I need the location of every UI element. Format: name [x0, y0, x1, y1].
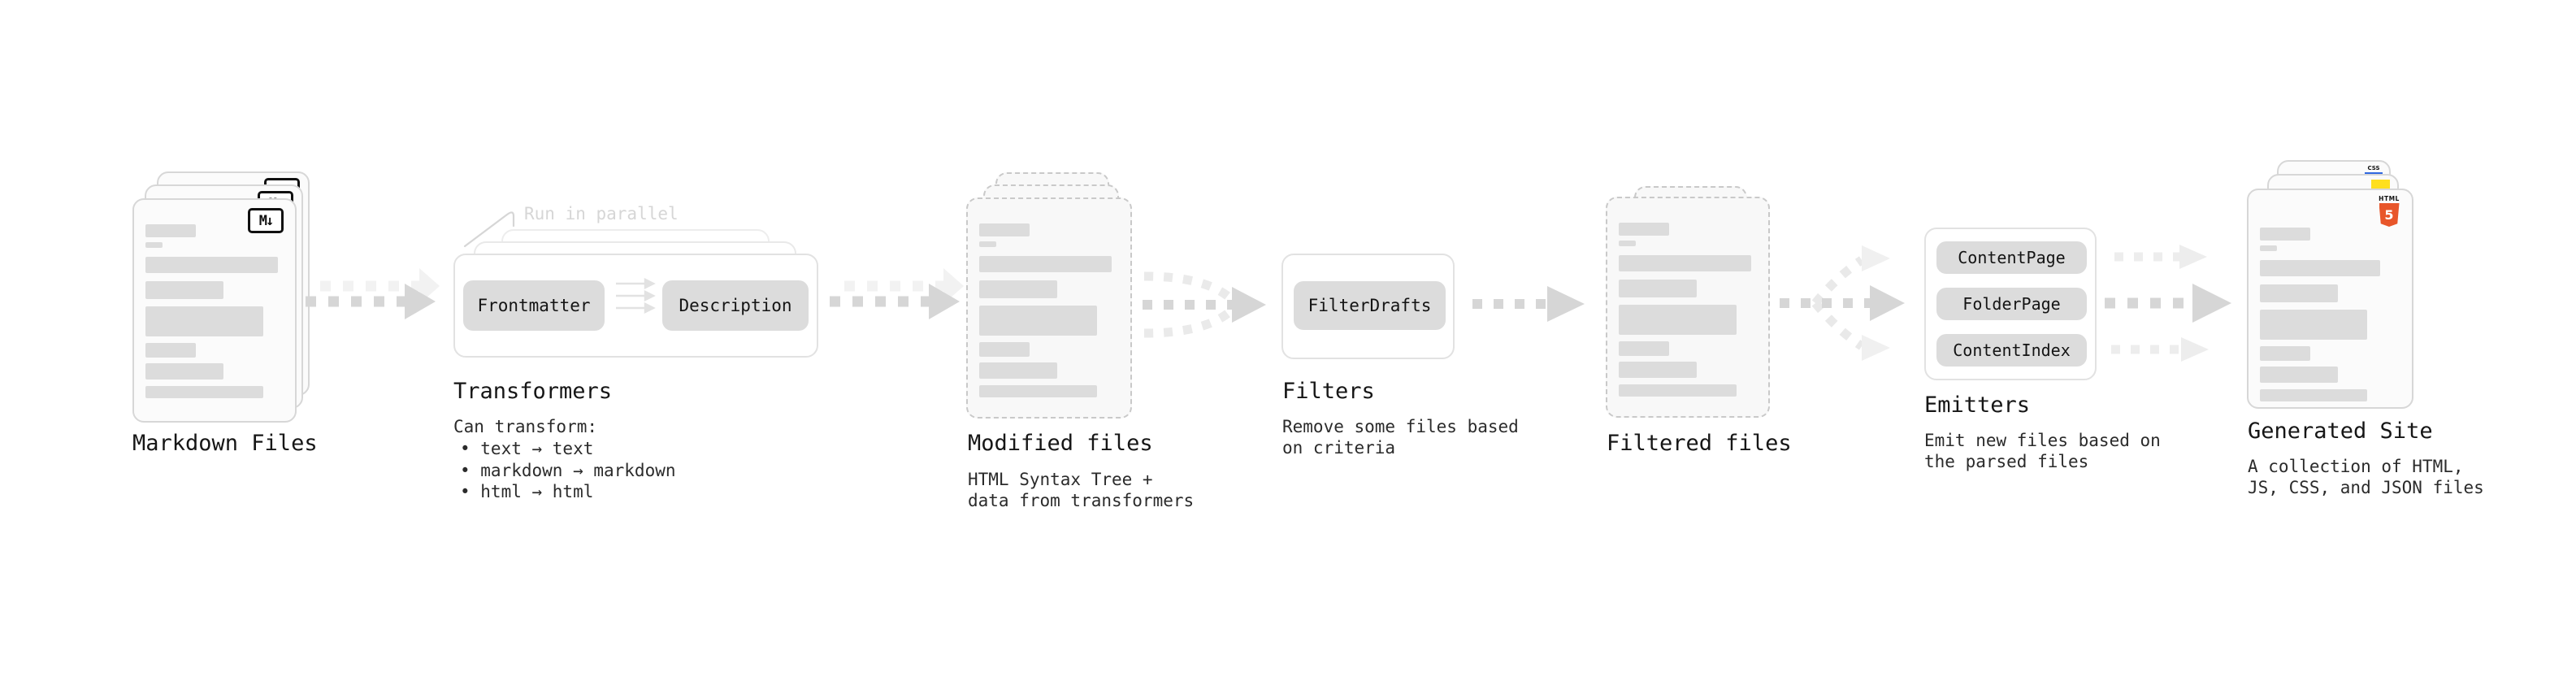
contentpage-pill: ContentPage: [1936, 241, 2087, 274]
skeleton-line: [979, 241, 996, 247]
filtered-file-card-front: [1606, 197, 1770, 418]
run-in-parallel-callout: Run in parallel: [524, 204, 679, 223]
flow-arrow-icon: [830, 268, 964, 319]
flow-arrow-icon: [1472, 286, 1585, 322]
document-skeleton-lines: [145, 224, 278, 398]
flow-arrow-icon: [306, 268, 440, 319]
skeleton-line: [145, 343, 196, 358]
contentindex-pill: ContentIndex: [1936, 334, 2087, 367]
triple-flow-arrow-icon: [2105, 245, 2231, 362]
modified-file-card-front: [966, 197, 1132, 419]
filters-card: FilterDrafts: [1281, 254, 1455, 359]
document-skeleton-lines: [1619, 223, 1751, 397]
css-icon-label: CSS: [2367, 165, 2380, 171]
modified-files-description: HTML Syntax Tree + data from transformer…: [968, 470, 1195, 510]
frontmatter-pill: Frontmatter: [463, 280, 605, 331]
diverging-flow-arrow-icon: [1780, 245, 1905, 361]
filters-label: Filters: [1282, 379, 1375, 404]
emitters-description: Emit new files based on the parsed files: [1924, 431, 2161, 471]
generated-site-description: A collection of HTML, JS, CSS, and JSON …: [2248, 457, 2484, 497]
skeleton-line: [145, 363, 223, 380]
skeleton-line: [145, 257, 278, 273]
converging-flow-arrow-icon: [1143, 271, 1266, 338]
skeleton-line: [1619, 341, 1669, 356]
emitters-card: ContentPage FolderPage ContentIndex: [1924, 228, 2097, 380]
skeleton-line: [145, 281, 223, 299]
generated-site-card-front: HTML 5: [2247, 189, 2413, 409]
skeleton-line: [979, 256, 1112, 272]
filters-description: Remove some files based on criteria: [1282, 417, 1519, 458]
transformers-bullet-list: • text → text • markdown → markdown • ht…: [460, 438, 676, 503]
html5-icon: HTML 5: [2375, 195, 2403, 227]
js-icon: [2371, 180, 2390, 189]
skeleton-line: [1619, 280, 1697, 297]
callout-leader-line: [463, 211, 515, 248]
markdown-icon: M↓: [248, 208, 284, 233]
skeleton-line: [2260, 310, 2367, 340]
bullet-item: • text → text: [460, 439, 594, 458]
transformers-label: Transformers: [453, 379, 613, 404]
skeleton-line: [145, 306, 263, 336]
skeleton-line: [2260, 367, 2338, 383]
modified-files-label: Modified files: [968, 431, 1153, 456]
skeleton-line: [1619, 362, 1697, 378]
skeleton-line: [1619, 255, 1751, 271]
skeleton-line: [2260, 389, 2367, 401]
skeleton-line: [1619, 305, 1737, 335]
skeleton-line: [2260, 284, 2338, 302]
html5-icon-label: HTML: [2379, 195, 2400, 202]
skeleton-line: [145, 224, 196, 237]
document-skeleton-lines: [2260, 228, 2380, 401]
emitters-label: Emitters: [1924, 393, 2031, 418]
skeleton-line: [2260, 260, 2380, 276]
skeleton-line: [979, 306, 1097, 336]
bullet-item: • html → html: [460, 482, 594, 501]
mini-arrows-icon: [616, 277, 656, 314]
bullet-item: • markdown → markdown: [460, 460, 676, 480]
skeleton-line: [979, 342, 1030, 357]
transformer-card-front: Frontmatter Description: [453, 254, 818, 358]
skeleton-line: [145, 386, 263, 398]
description-pill: Description: [662, 280, 809, 331]
markdown-files-label: Markdown Files: [132, 431, 318, 456]
skeleton-line: [1619, 241, 1636, 246]
skeleton-line: [979, 223, 1030, 236]
skeleton-line: [2260, 346, 2310, 361]
generated-site-label: Generated Site: [2248, 419, 2433, 444]
markdown-file-card-front: M↓: [132, 198, 297, 423]
skeleton-line: [979, 362, 1057, 379]
html5-icon-shield: 5: [2379, 203, 2400, 227]
filtered-files-label: Filtered files: [1607, 431, 1792, 456]
folderpage-pill: FolderPage: [1936, 288, 2087, 320]
document-skeleton-lines: [979, 223, 1112, 397]
filterdrafts-pill: FilterDrafts: [1294, 281, 1446, 330]
skeleton-line: [2260, 245, 2277, 251]
skeleton-line: [1619, 223, 1669, 236]
skeleton-line: [979, 385, 1097, 397]
skeleton-line: [979, 280, 1057, 298]
skeleton-line: [1619, 384, 1737, 397]
skeleton-line: [2260, 228, 2310, 241]
transformers-description: Can transform:: [453, 417, 598, 436]
skeleton-line: [145, 242, 163, 248]
